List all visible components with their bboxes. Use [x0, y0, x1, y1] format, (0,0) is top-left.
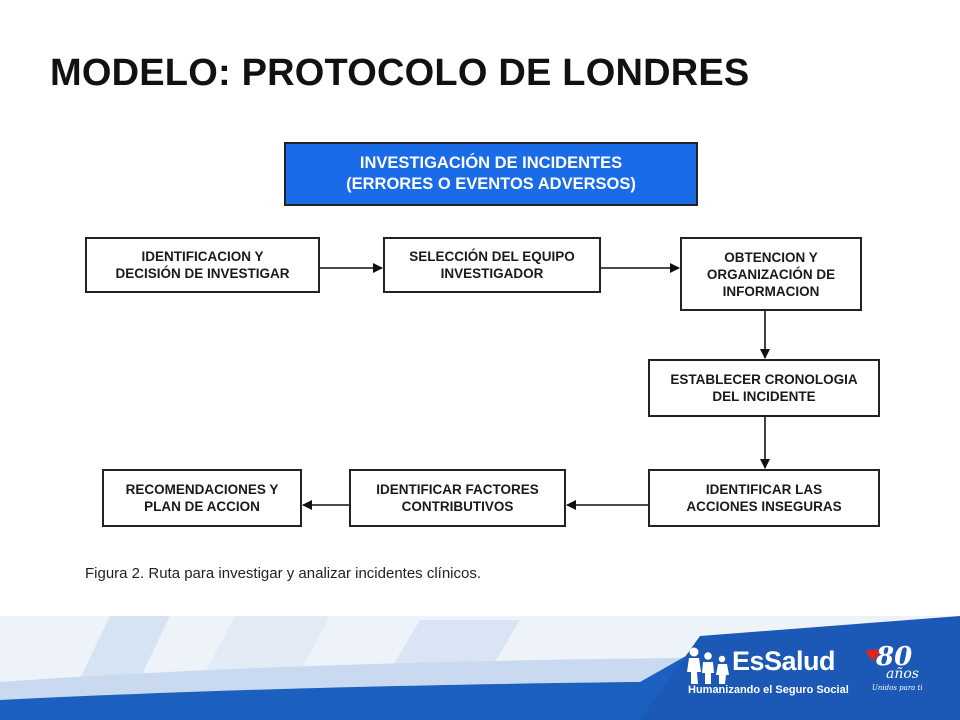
- flow-arrows: [302, 263, 770, 510]
- family-icon: [687, 647, 729, 684]
- step-4-line-2: DEL INCIDENTE: [712, 389, 816, 404]
- step-7-line-1: RECOMENDACIONES Y: [125, 482, 279, 497]
- step-2-line-2: INVESTIGADOR: [440, 266, 544, 281]
- step-2-line-1: SELECCIÓN DEL EQUIPO: [409, 249, 575, 264]
- step-box-cronologia: ESTABLECER CRONOLOGIA DEL INCIDENTE: [648, 359, 880, 417]
- diagram-header-box: INVESTIGACIÓN DE INCIDENTES (ERRORES O E…: [284, 142, 698, 206]
- step-box-identificacion: IDENTIFICACION Y DECISIÓN DE INVESTIGAR: [85, 237, 320, 293]
- brand-name: EsSalud: [732, 646, 836, 676]
- slide-title: MODELO: PROTOCOLO DE LONDRES: [50, 52, 750, 94]
- step-6-line-1: IDENTIFICAR FACTORES: [376, 482, 539, 497]
- step-5-line-1: IDENTIFICAR LAS: [705, 482, 823, 497]
- anniversary-word: años: [886, 666, 919, 682]
- step-3-line-3: INFORMACION: [722, 283, 820, 299]
- header-line-1: INVESTIGACIÓN DE INCIDENTES: [359, 154, 623, 172]
- step-1-line-2: DECISIÓN DE INVESTIGAR: [115, 266, 290, 281]
- step-6-line-2: CONTRIBUTIVOS: [401, 499, 514, 514]
- step-box-recomendaciones: RECOMENDACIONES Y PLAN DE ACCION: [102, 469, 302, 527]
- step-3-line-2: ORGANIZACIÓN DE: [706, 266, 836, 282]
- anniversary-subtitle: Unidos para ti: [872, 684, 923, 692]
- step-box-obtencion: OBTENCION Y ORGANIZACIÓN DE INFORMACION: [680, 237, 862, 311]
- figure-caption: Figura 2. Ruta para investigar y analiza…: [85, 565, 482, 582]
- anniversary-number: 80: [876, 642, 913, 672]
- essalud-logo: EsSalud Humanizando el Seguro Social: [686, 644, 849, 704]
- anniversary-logo: 80 años Unidos para ti: [866, 642, 930, 704]
- step-box-seleccion-equipo: SELECCIÓN DEL EQUIPO INVESTIGADOR: [383, 237, 601, 293]
- step-3-line-1: OBTENCION Y: [724, 249, 818, 265]
- step-4-line-1: ESTABLECER CRONOLOGIA: [670, 372, 858, 387]
- step-box-acciones-inseguras: IDENTIFICAR LAS ACCIONES INSEGURAS: [648, 469, 880, 527]
- header-line-2: (ERRORES O EVENTOS ADVERSOS): [346, 175, 636, 193]
- step-5-line-2: ACCIONES INSEGURAS: [686, 499, 842, 514]
- step-box-factores: IDENTIFICAR FACTORES CONTRIBUTIVOS: [349, 469, 566, 527]
- step-7-line-2: PLAN DE ACCION: [144, 499, 260, 514]
- step-1-line-1: IDENTIFICACION Y: [141, 249, 264, 264]
- brand-tagline: Humanizando el Seguro Social: [688, 684, 849, 696]
- heart-icon: [866, 649, 880, 661]
